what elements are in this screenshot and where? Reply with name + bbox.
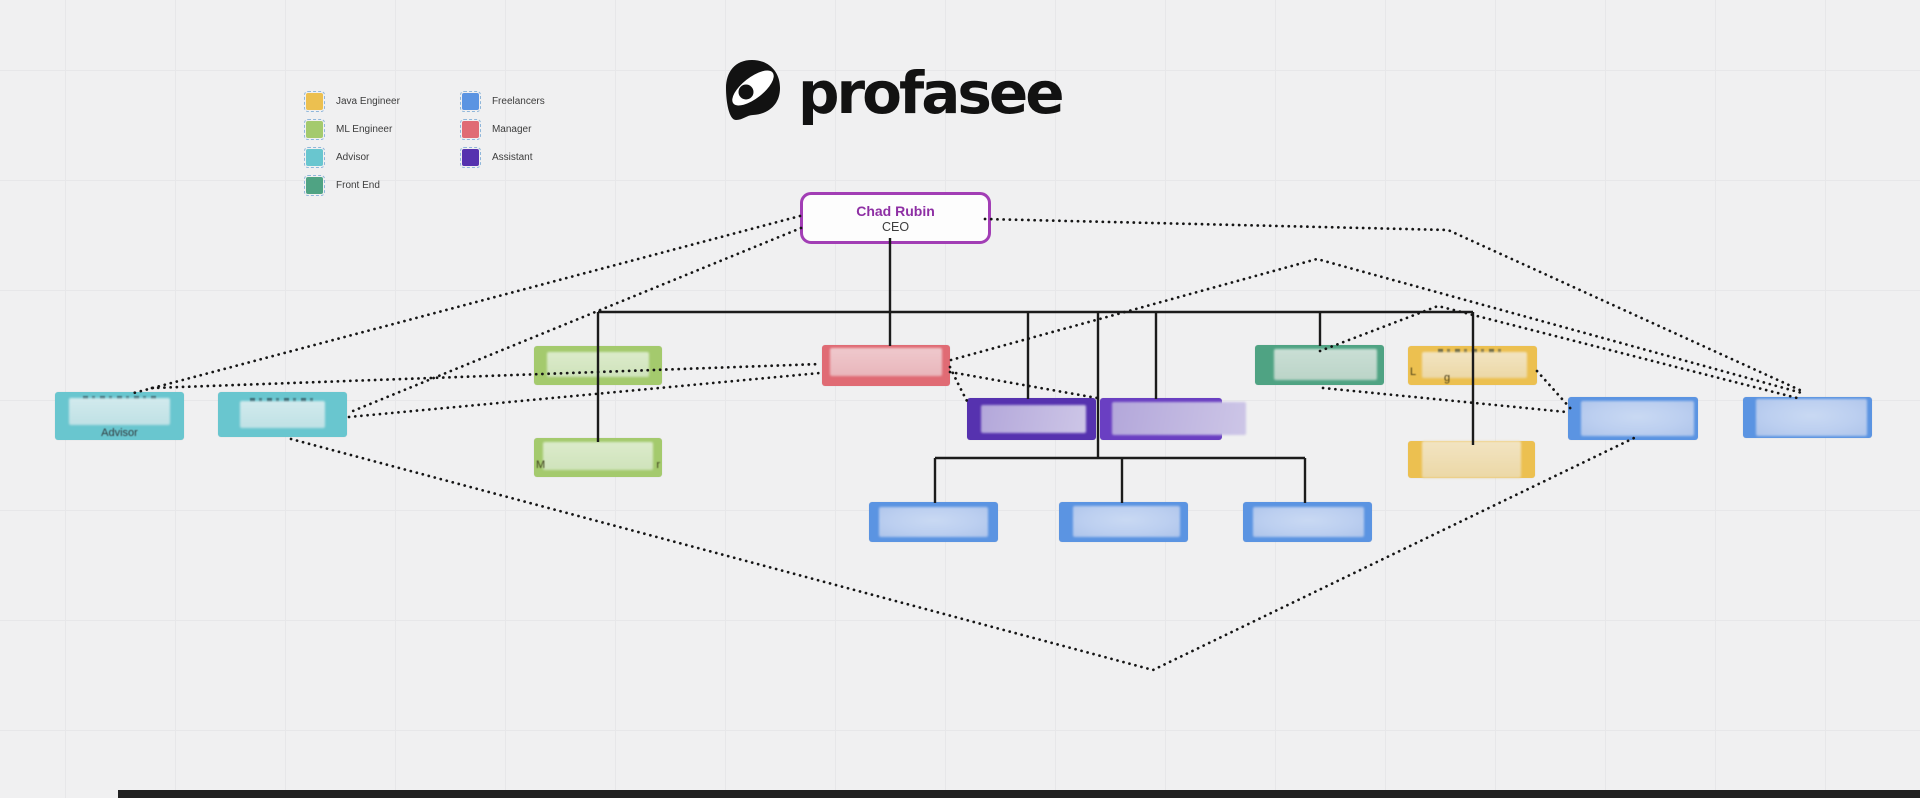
freelancers-swatch bbox=[459, 91, 481, 112]
dotted-edge-ceo-advisor1 bbox=[128, 214, 802, 396]
dotted-edge-frontend-freelancer-r2 bbox=[1318, 304, 1803, 401]
profasee-wordmark: profasee bbox=[798, 58, 1065, 127]
legend-column-2: Freelancers Manager Assistant bbox=[459, 91, 545, 194]
blurred-text-patch bbox=[543, 442, 653, 470]
blurred-text-patch bbox=[981, 405, 1086, 433]
legend-column-1: Java Engineer ML Engineer Advisor Front … bbox=[304, 91, 400, 196]
profasee-logo-icon bbox=[722, 58, 782, 127]
legend-label: Front End bbox=[336, 180, 380, 191]
node-ml-engineer-2[interactable]: M r bbox=[534, 438, 662, 477]
blurred-text-patch bbox=[1581, 401, 1694, 436]
blurred-text-patch bbox=[879, 507, 988, 537]
dotted-edge-manager-assistant2 bbox=[948, 370, 1099, 400]
profasee-logo[interactable]: profasee bbox=[722, 58, 1065, 127]
legend-label: Assistant bbox=[491, 152, 533, 163]
blurred-text-patch bbox=[1253, 507, 1364, 537]
node-freelancer-bottom-3[interactable] bbox=[1243, 502, 1372, 542]
legend-label: Manager bbox=[491, 124, 532, 135]
text-fragment-left: L bbox=[1410, 366, 1417, 378]
node-role-label: Advisor bbox=[101, 427, 138, 439]
text-fragment-right: g bbox=[1444, 372, 1451, 384]
ceo-title: CEO bbox=[881, 219, 910, 234]
dotted-edge-ceo-advisor2 bbox=[346, 226, 803, 415]
dotted-edge-frontend-freelancer-r1 bbox=[1321, 386, 1568, 414]
ceo-name: Chad Rubin bbox=[856, 202, 935, 219]
front-end-swatch bbox=[304, 175, 325, 196]
blurred-text-patch bbox=[830, 348, 942, 376]
dotted-edge-java1-freelancer-r1 bbox=[1535, 369, 1573, 411]
bottom-edge-bar bbox=[118, 790, 1920, 798]
legend-label: Advisor bbox=[336, 152, 370, 163]
node-java-engineer-2[interactable] bbox=[1408, 441, 1535, 478]
legend-item-front-end[interactable]: Front End bbox=[304, 175, 400, 196]
legend-label: Java Engineer bbox=[336, 96, 400, 107]
blurred-text-patch bbox=[1274, 349, 1377, 380]
legend-item-assistant[interactable]: Assistant bbox=[459, 147, 545, 168]
blurred-text-patch bbox=[1112, 402, 1246, 435]
blurred-text-patch bbox=[69, 398, 170, 425]
blurred-text-patch bbox=[240, 401, 325, 428]
legend-item-manager[interactable]: Manager bbox=[459, 119, 545, 140]
node-freelancer-right-1[interactable] bbox=[1568, 397, 1698, 440]
text-fragment-right: r bbox=[656, 459, 660, 471]
legend-item-ml-engineer[interactable]: ML Engineer bbox=[304, 119, 400, 140]
node-freelancer-bottom-2[interactable] bbox=[1059, 502, 1188, 542]
blurred-text-patch bbox=[1073, 506, 1180, 537]
legend-label: ML Engineer bbox=[336, 124, 393, 135]
manager-swatch bbox=[459, 119, 481, 140]
advisor-swatch bbox=[304, 147, 325, 168]
role-legend: Java Engineer ML Engineer Advisor Front … bbox=[304, 91, 545, 196]
assistant-swatch bbox=[459, 147, 481, 168]
node-advisor-1[interactable]: Advisor bbox=[55, 392, 184, 440]
node-freelancer-right-2[interactable] bbox=[1743, 397, 1872, 438]
legend-label: Freelancers bbox=[491, 96, 545, 107]
text-fragment-left: M bbox=[536, 459, 546, 471]
node-ceo[interactable]: Chad Rubin CEO bbox=[800, 192, 991, 244]
blurred-text-patch bbox=[547, 352, 649, 377]
node-assistant-1[interactable] bbox=[967, 398, 1096, 440]
dotted-edge-manager-assistant1 bbox=[948, 365, 969, 403]
blurred-text-patch bbox=[1422, 352, 1527, 378]
node-freelancer-bottom-1[interactable] bbox=[869, 502, 998, 542]
legend-item-advisor[interactable]: Advisor bbox=[304, 147, 400, 168]
node-ml-engineer-1[interactable] bbox=[534, 346, 662, 385]
legend-item-java-engineer[interactable]: Java Engineer bbox=[304, 91, 400, 112]
dotted-edge-advisor1-manager bbox=[150, 362, 822, 390]
blurred-text-patch bbox=[1422, 441, 1521, 478]
legend-item-freelancers[interactable]: Freelancers bbox=[459, 91, 545, 112]
blurred-text-patch bbox=[1756, 399, 1867, 436]
node-advisor-2[interactable] bbox=[218, 392, 347, 437]
node-java-engineer-1[interactable]: L g bbox=[1408, 346, 1537, 385]
node-manager[interactable] bbox=[822, 345, 950, 386]
dotted-edge-ceo-freelancer-r2 bbox=[983, 217, 1804, 393]
blurred-name bbox=[250, 398, 315, 402]
node-assistant-2[interactable] bbox=[1100, 398, 1246, 440]
ml-engineer-swatch bbox=[304, 119, 325, 140]
java-engineer-swatch bbox=[304, 91, 325, 112]
node-front-end[interactable] bbox=[1255, 345, 1384, 385]
